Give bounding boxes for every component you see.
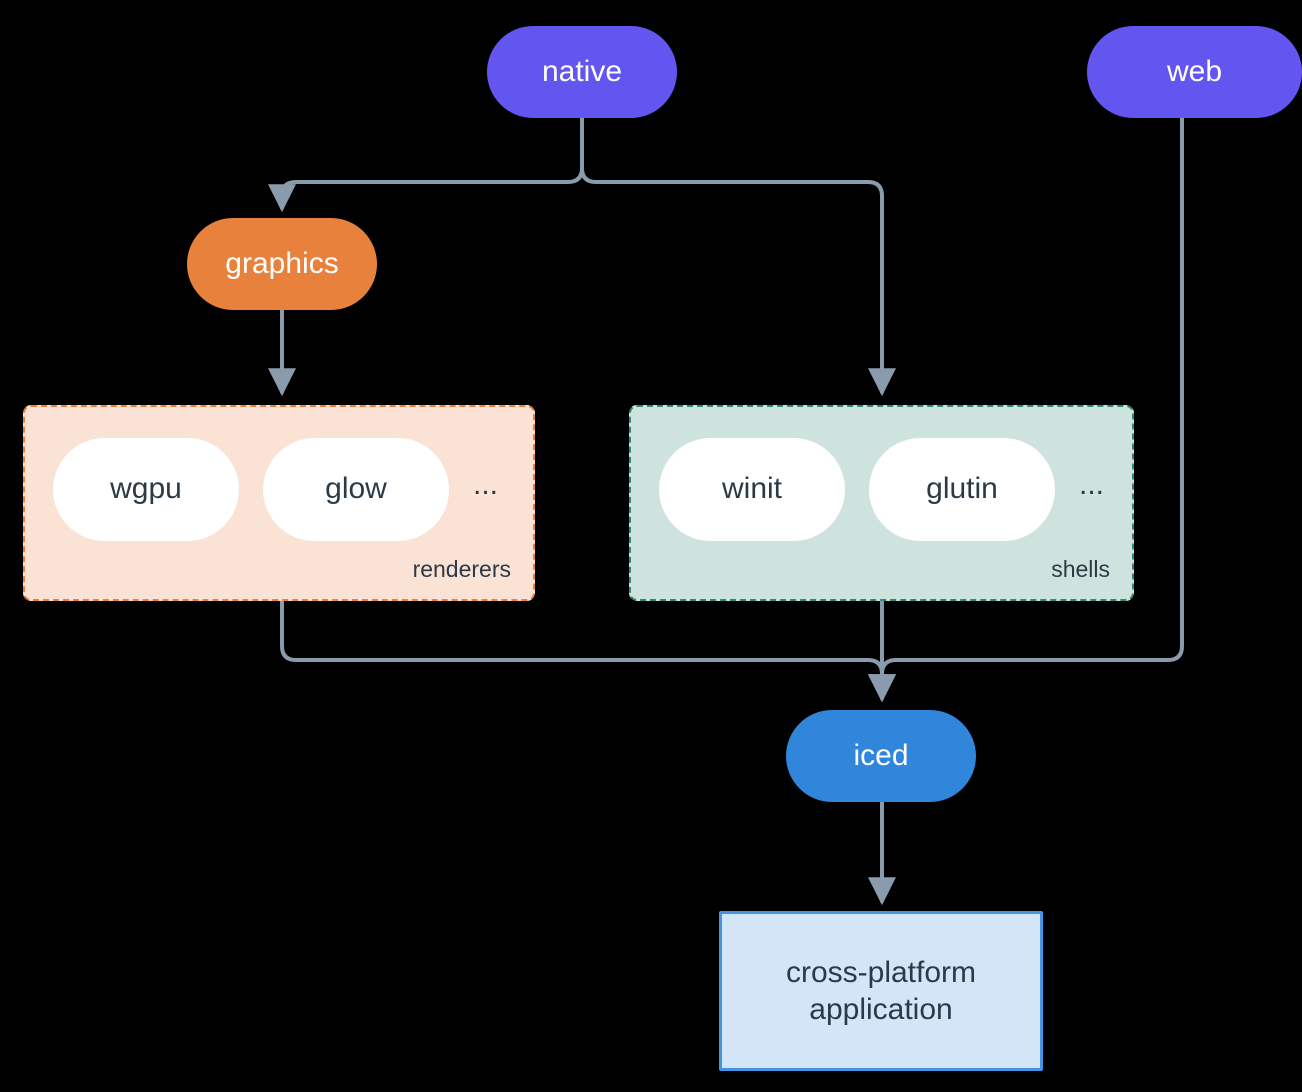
application-label-line2: application	[809, 993, 953, 1026]
node-glutin[interactable]: glutin	[869, 437, 1055, 541]
edge-native-to-shells	[580, 116, 896, 397]
cluster-shells-body: winit glutin ...	[631, 429, 1104, 549]
cluster-shells: winit glutin ... shells	[629, 405, 1134, 601]
application-label-line1: cross-platform	[785, 955, 977, 989]
node-graphics[interactable]: graphics	[187, 218, 377, 310]
node-iced-label: iced	[853, 739, 909, 773]
node-winit[interactable]: winit	[659, 437, 845, 541]
cluster-renderers: wgpu glow ... renderers	[23, 405, 535, 601]
node-cross-platform-application[interactable]: cross-platform application	[719, 911, 1043, 1071]
edge-renderers-to-iced	[280, 599, 896, 703]
renderers-ellipsis: ...	[473, 468, 499, 501]
node-glow[interactable]: glow	[263, 437, 449, 541]
node-native[interactable]: native	[487, 26, 677, 118]
node-wgpu[interactable]: wgpu	[53, 437, 239, 541]
node-winit-label: winit	[721, 472, 782, 505]
node-graphics-label: graphics	[225, 247, 339, 281]
node-native-label: native	[541, 55, 623, 89]
node-glow-label: glow	[325, 472, 387, 505]
shells-ellipsis: ...	[1079, 468, 1105, 501]
node-glutin-label: glutin	[926, 472, 998, 505]
edge-native-to-graphics	[268, 116, 584, 213]
node-web[interactable]: web	[1087, 26, 1302, 118]
cluster-renderers-label: renderers	[412, 556, 511, 582]
node-web-label: web	[1166, 55, 1223, 89]
node-wgpu-label: wgpu	[110, 472, 182, 505]
node-iced[interactable]: iced	[786, 710, 976, 802]
cluster-renderers-body: wgpu glow ...	[25, 429, 498, 549]
cluster-shells-label: shells	[1051, 556, 1110, 582]
